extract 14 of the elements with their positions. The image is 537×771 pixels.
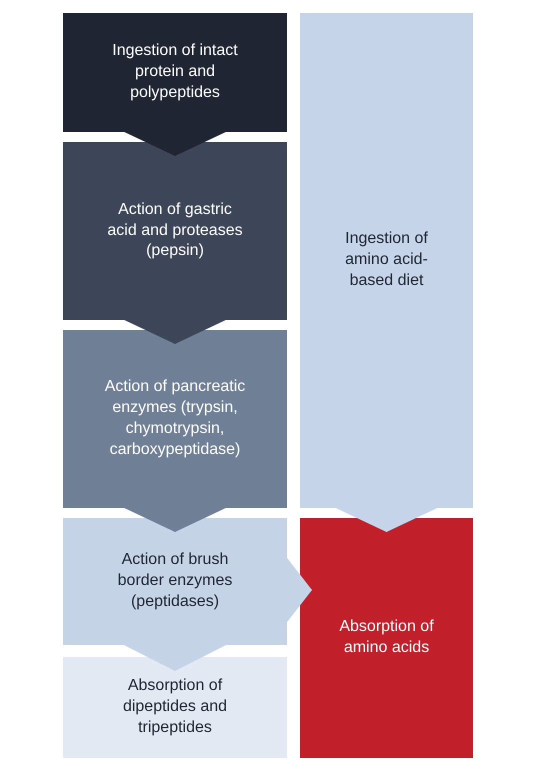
step-text: Action of brush border enzymes (peptidases) (116, 550, 234, 612)
process-box (63, 330, 287, 508)
step-text: Action of gastric acid and proteases (pepsin) (106, 200, 244, 262)
process-box (63, 518, 287, 645)
process-box (300, 13, 473, 508)
step-text: Ingestion of amino acid-based diet (344, 229, 429, 291)
process-box (63, 657, 287, 758)
step-text: Action of pancreatic enzymes (trypsin, chymotrypsin, carboxypeptidase) (104, 377, 246, 460)
process-box (63, 13, 287, 132)
step-text: Absorption of amino acids (338, 617, 435, 658)
step-text: Ingestion of intact protein and polypeptides (111, 41, 239, 103)
step-text: Absorption of dipeptides and tripeptides (122, 676, 228, 738)
process-box (300, 518, 473, 758)
process-box (63, 142, 287, 320)
